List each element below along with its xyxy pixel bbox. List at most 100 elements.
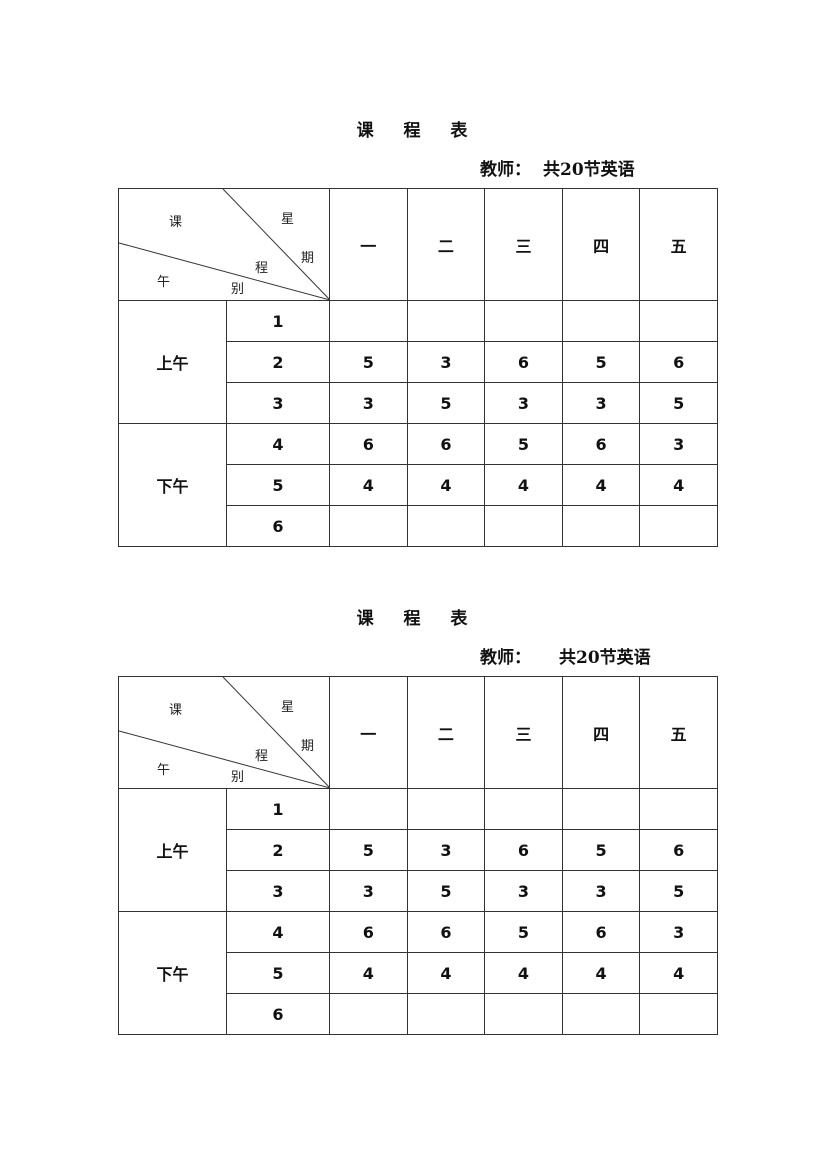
- class-count-cell: 6: [329, 423, 408, 465]
- day-header: 一: [329, 188, 408, 301]
- day-header: 四: [561, 676, 641, 789]
- class-count-cell: 4: [639, 952, 718, 994]
- class-count-cell: 5: [561, 829, 641, 871]
- class-count-cell: 5: [639, 382, 718, 424]
- period-number-cell: 6: [226, 993, 330, 1035]
- class-count-cell: 5: [406, 382, 486, 424]
- teacher-label: 教师：: [480, 160, 531, 180]
- class-count-cell: 3: [329, 382, 408, 424]
- class-count-cell: [406, 788, 486, 830]
- class-count-cell: 3: [639, 911, 718, 953]
- class-count-cell: 6: [329, 911, 408, 953]
- diagonal-lines: [119, 189, 330, 300]
- class-count-cell: [329, 505, 408, 547]
- class-count-cell: [484, 788, 563, 830]
- class-count-cell: 4: [561, 464, 641, 506]
- class-count-cell: [329, 993, 408, 1035]
- day-header: 三: [484, 188, 563, 301]
- corner-label-xing: 星: [281, 212, 295, 227]
- session-cell: 上午: [118, 788, 227, 912]
- class-count-cell: 4: [406, 464, 486, 506]
- class-count-cell: 6: [406, 911, 486, 953]
- class-count-cell: 6: [484, 341, 563, 383]
- schedule-title: 课 程 表: [356, 609, 480, 629]
- session-cell: 下午: [118, 911, 227, 1035]
- class-count-cell: 5: [561, 341, 641, 383]
- corner-label-bie: 别: [231, 770, 245, 785]
- class-count-cell: 4: [484, 952, 563, 994]
- period-number-cell: 2: [226, 829, 330, 871]
- period-number-cell: 5: [226, 464, 330, 506]
- class-count-cell: [639, 993, 718, 1035]
- class-count-cell: 6: [406, 423, 486, 465]
- class-count-cell: 4: [329, 464, 408, 506]
- day-header: 一: [329, 676, 408, 789]
- class-count-cell: [484, 300, 563, 342]
- class-count-cell: 5: [639, 870, 718, 912]
- class-count-cell: 5: [329, 341, 408, 383]
- class-count-cell: 4: [484, 464, 563, 506]
- corner-label-bie: 别: [231, 282, 245, 297]
- period-number-cell: 2: [226, 341, 330, 383]
- class-count-cell: [561, 993, 641, 1035]
- corner-label-cheng: 程: [255, 261, 269, 276]
- class-count-cell: 3: [561, 382, 641, 424]
- teacher-line: 教师： 共20节英语: [480, 155, 635, 180]
- class-count-cell: 3: [406, 829, 486, 871]
- diagonal-header-cell: 课星期程午别: [118, 188, 330, 301]
- teacher-line: 教师：共20节英语: [480, 643, 651, 668]
- class-count-cell: 6: [561, 911, 641, 953]
- class-count-cell: [639, 505, 718, 547]
- class-count-cell: [329, 788, 408, 830]
- class-count-cell: 6: [639, 341, 718, 383]
- class-count-cell: [639, 788, 718, 830]
- class-count-cell: [406, 505, 486, 547]
- class-count-cell: [561, 300, 641, 342]
- period-number-cell: 1: [226, 788, 330, 830]
- class-count-cell: 3: [484, 870, 563, 912]
- period-number-cell: 3: [226, 870, 330, 912]
- diagonal-header-cell: 课星期程午别: [118, 676, 330, 789]
- class-count-cell: 3: [561, 870, 641, 912]
- class-count-cell: 5: [329, 829, 408, 871]
- period-number-cell: 1: [226, 300, 330, 342]
- class-count-cell: 3: [329, 870, 408, 912]
- session-cell: 下午: [118, 423, 227, 547]
- teacher-label: 教师：: [480, 648, 531, 668]
- class-count-cell: [561, 505, 641, 547]
- period-number-cell: 6: [226, 505, 330, 547]
- session-cell: 上午: [118, 300, 227, 424]
- class-count-cell: [484, 505, 563, 547]
- day-header: 二: [406, 188, 486, 301]
- header-row: 课星期程午别一二三四五: [118, 676, 718, 789]
- corner-label-wu: 午: [157, 275, 171, 290]
- class-count-cell: 3: [639, 423, 718, 465]
- diagonal-lines: [119, 677, 330, 788]
- schedule-title: 课 程 表: [356, 121, 480, 141]
- corner-label-ke: 课: [169, 703, 183, 718]
- class-count-cell: 5: [406, 870, 486, 912]
- teacher-value: 共20节英语: [543, 160, 635, 180]
- day-header: 五: [639, 676, 718, 789]
- period-number-cell: 4: [226, 423, 330, 465]
- class-count-cell: 4: [329, 952, 408, 994]
- class-count-cell: 5: [484, 911, 563, 953]
- class-count-cell: 4: [639, 464, 718, 506]
- corner-label-wu: 午: [157, 763, 171, 778]
- class-count-cell: 3: [406, 341, 486, 383]
- period-number-cell: 4: [226, 911, 330, 953]
- class-count-cell: 6: [561, 423, 641, 465]
- class-count-cell: 4: [561, 952, 641, 994]
- corner-label-ke: 课: [169, 215, 183, 230]
- period-number-cell: 5: [226, 952, 330, 994]
